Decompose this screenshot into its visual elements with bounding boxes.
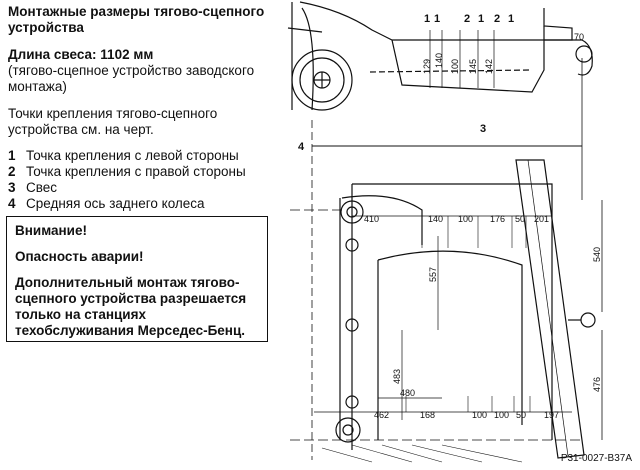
- mounting-note: Точки крепления тягово-сцепного устройст…: [8, 106, 218, 137]
- top-dim: 176: [490, 214, 505, 224]
- top-dim: 140: [428, 214, 443, 224]
- bottom-dim: 100: [472, 410, 487, 420]
- legend-item: 3 Свес: [8, 180, 280, 196]
- warning-danger: Опасность аварии!: [15, 249, 144, 264]
- overhang-length: Длина свеса: 1102 мм: [8, 47, 154, 62]
- hitch-dim: 70: [574, 32, 584, 42]
- bottom-dim: 50: [516, 410, 526, 420]
- side-dim: 100: [450, 59, 460, 74]
- vertical-dim: 476: [592, 377, 602, 392]
- legend-item: 1 Точка крепления с левой стороны: [8, 148, 280, 164]
- side-dim: 129: [422, 59, 432, 74]
- vertical-dim: 540: [592, 247, 602, 262]
- callout-1: 1: [478, 13, 484, 25]
- warning-heading: Внимание!: [15, 223, 87, 238]
- bottom-dim: 197: [544, 410, 559, 420]
- legend-item: 2 Точка крепления с правой стороны: [8, 164, 280, 180]
- tow-hitch-drawing: 1 1 2 1 2 1 129 140 100 145 142 70 3 4 4…: [287, 1, 603, 463]
- side-dim: 145: [468, 59, 478, 74]
- vertical-dim: 557: [428, 267, 438, 282]
- callout-2: 2: [464, 13, 470, 25]
- page-title: Монтажные размеры тягово-сцепного устрой…: [8, 4, 265, 35]
- legend-number: 3: [8, 180, 16, 195]
- bottom-dim: 462: [374, 410, 389, 420]
- top-dim: 100: [458, 214, 473, 224]
- legend: 1 Точка крепления с левой стороны 2 Точк…: [8, 148, 280, 212]
- top-dim: 50: [515, 214, 525, 224]
- overhang-note: (тягово-сцепное устройство заводского мо…: [8, 63, 255, 94]
- legend-item: 4 Средняя ось заднего колеса: [8, 196, 280, 212]
- legend-text: Свес: [26, 180, 58, 195]
- bottom-dim: 100: [494, 410, 509, 420]
- figure-reference: P31-0027-B37A: [560, 453, 632, 464]
- legend-text: Точка крепления с левой стороны: [26, 148, 239, 163]
- legend-number: 4: [8, 196, 16, 211]
- callout-1: 1: [508, 13, 514, 25]
- vertical-dim: 483: [392, 369, 402, 384]
- overhang-block: Длина свеса: 1102 мм (тягово-сцепное уст…: [8, 47, 280, 95]
- top-dim: 201: [534, 214, 549, 224]
- side-dim: 140: [434, 53, 444, 68]
- overhang-callout: 3: [480, 123, 486, 135]
- callout-1: 1: [434, 13, 440, 25]
- warning-body: Дополнительный монтаж тягово-сцепного ус…: [15, 275, 247, 338]
- legend-number: 1: [8, 148, 16, 163]
- instructions-column: Монтажные размеры тягово-сцепного устрой…: [8, 4, 280, 212]
- top-dim: 410: [364, 214, 379, 224]
- legend-number: 2: [8, 164, 16, 179]
- callout-2: 2: [494, 13, 500, 25]
- axle-callout: 4: [298, 141, 305, 153]
- warning-box: Внимание! Опасность аварии! Дополнительн…: [6, 216, 268, 342]
- callout-1: 1: [424, 13, 430, 25]
- vertical-dim: 480: [400, 388, 415, 398]
- legend-text: Точка крепления с правой стороны: [26, 164, 246, 179]
- legend-text: Средняя ось заднего колеса: [26, 196, 205, 211]
- side-dim: 142: [484, 59, 494, 74]
- bottom-dim: 168: [420, 410, 435, 420]
